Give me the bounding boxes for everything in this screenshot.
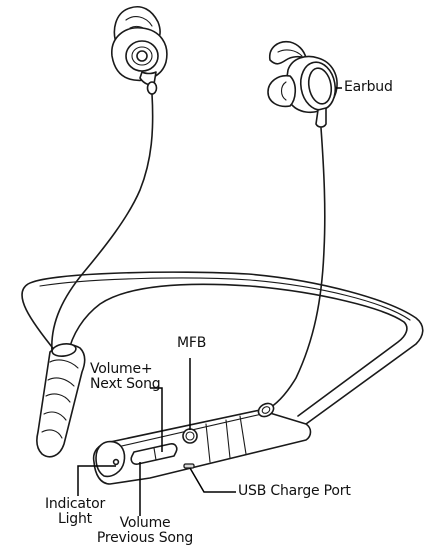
volume-plus-label-line2: Next Song	[90, 376, 161, 392]
volume-minus-label: Volume Previous Song	[90, 516, 200, 546]
cables	[51, 93, 326, 411]
volume-minus-label-line2: Previous Song	[96, 530, 194, 546]
indicator-light-label: Indicator Light	[40, 497, 110, 527]
left-arm	[36, 343, 86, 458]
control-module	[92, 402, 312, 485]
mfb-label: MFB	[177, 335, 207, 351]
volume-minus-label-line1: Volume	[119, 515, 171, 531]
usb-charge-port-label: USB Charge Port	[238, 483, 351, 499]
left-earbud	[111, 6, 168, 95]
leader-lines	[77, 87, 342, 516]
indicator-light-label-line1: Indicator	[44, 496, 106, 512]
neckband-band	[21, 271, 424, 425]
volume-plus-label: Volume+ Next Song	[90, 362, 170, 392]
volume-plus-label-line1: Volume+	[90, 361, 153, 377]
earbud-label: Earbud	[344, 79, 393, 95]
indicator-light-label-line2: Light	[58, 511, 92, 527]
right-earbud	[267, 40, 338, 128]
